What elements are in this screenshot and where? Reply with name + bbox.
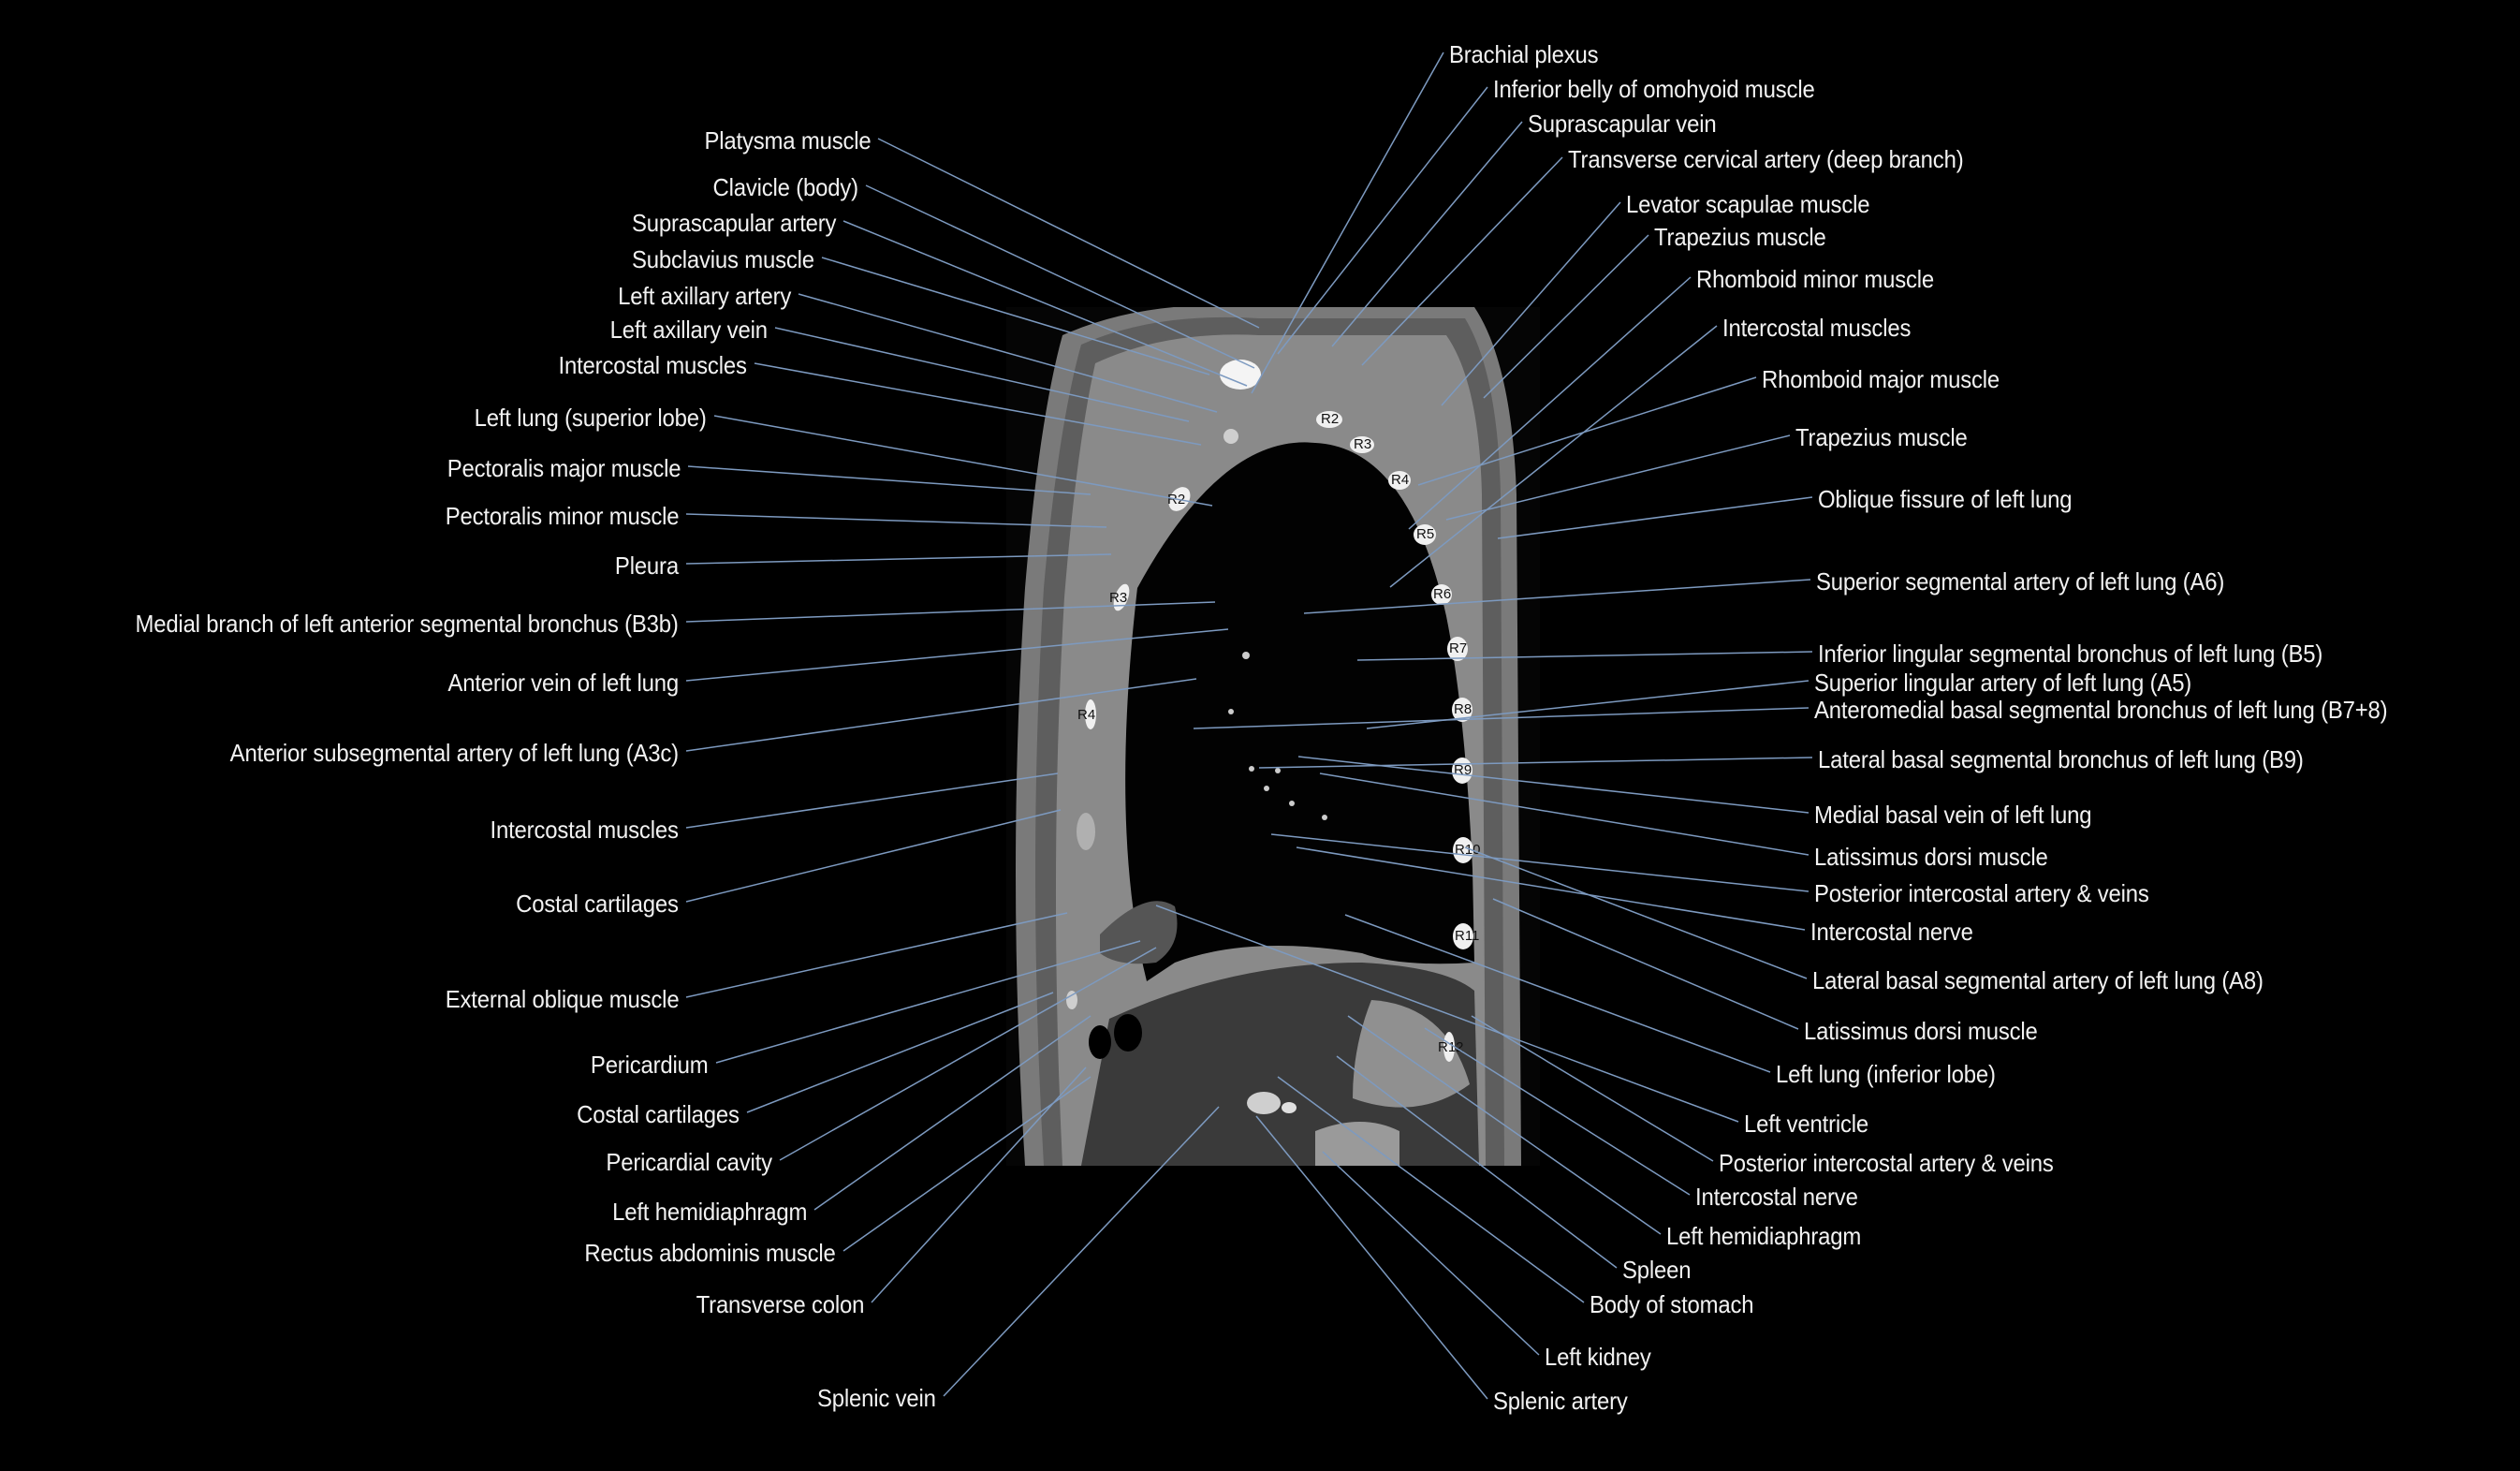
label-left-axillary-artery: Left axillary artery (617, 282, 791, 310)
label-spleen: Spleen (1622, 1256, 1692, 1284)
label-medial-branch-of-left-anterior-segmental-bronchus-b3b: Medial branch of left anterior segmental… (135, 610, 679, 638)
label-splenic-vein: Splenic vein (817, 1384, 936, 1412)
label-lateral-basal-segmental-artery-of-left-lung-a8: Lateral basal segmental artery of left l… (1812, 966, 2264, 994)
label-left-hemidiaphragm: Left hemidiaphragm (1666, 1222, 1862, 1250)
label-left-hemidiaphragm: Left hemidiaphragm (611, 1198, 807, 1226)
label-left-axillary-vein: Left axillary vein (609, 316, 768, 344)
label-inferior-lingular-segmental-bronchus-of-left-lung-b5: Inferior lingular segmental bronchus of … (1818, 640, 2323, 668)
rib-label-posterior-r8: R8 (1454, 701, 1472, 717)
label-pleura: Pleura (614, 552, 679, 580)
rib-label-anterior-r3: R3 (1109, 590, 1127, 606)
label-posterior-intercostal-artery-veins: Posterior intercostal artery & veins (1719, 1149, 2054, 1177)
label-pericardial-cavity: Pericardial cavity (606, 1148, 773, 1176)
rib-label-posterior-r10: R10 (1455, 842, 1481, 858)
rib-label-posterior-r6: R6 (1433, 586, 1451, 602)
label-intercostal-nerve: Intercostal nerve (1810, 918, 1973, 946)
label-left-lung-inferior-lobe: Left lung (inferior lobe) (1776, 1060, 1996, 1088)
label-intercostal-muscles: Intercostal muscles (558, 351, 747, 379)
rib-label-posterior-r3: R3 (1354, 436, 1371, 452)
label-superior-segmental-artery-of-left-lung-a6: Superior segmental artery of left lung (… (1816, 567, 2225, 596)
label-intercostal-muscles: Intercostal muscles (1722, 314, 1912, 342)
rib-label-anterior-r2: R2 (1167, 492, 1185, 507)
rib-label-posterior-r9: R9 (1454, 762, 1472, 778)
rib-label-posterior-r4: R4 (1391, 472, 1409, 488)
rib-label-posterior-r7: R7 (1449, 640, 1467, 656)
label-medial-basal-vein-of-left-lung: Medial basal vein of left lung (1814, 801, 2092, 829)
label-suprascapular-artery: Suprascapular artery (631, 209, 837, 237)
leader-line (1497, 496, 1813, 539)
rib-label-posterior-r12: R12 (1438, 1039, 1464, 1055)
label-transverse-colon: Transverse colon (696, 1290, 864, 1318)
label-latissimus-dorsi-muscle: Latissimus dorsi muscle (1814, 843, 2048, 871)
label-levator-scapulae-muscle: Levator scapulae muscle (1626, 190, 1870, 218)
label-rhomboid-major-muscle: Rhomboid major muscle (1762, 365, 2000, 393)
label-left-ventricle: Left ventricle (1744, 1110, 1869, 1138)
label-intercostal-muscles: Intercostal muscles (490, 816, 679, 844)
label-external-oblique-muscle: External oblique muscle (445, 985, 679, 1013)
label-anterior-subsegmental-artery-of-left-lung-a3c: Anterior subsegmental artery of left lun… (229, 739, 679, 767)
label-transverse-cervical-artery-deep-branch: Transverse cervical artery (deep branch) (1568, 145, 1964, 173)
label-inferior-belly-of-omohyoid-muscle: Inferior belly of omohyoid muscle (1493, 75, 1815, 103)
label-splenic-artery: Splenic artery (1493, 1387, 1628, 1415)
label-intercostal-nerve: Intercostal nerve (1695, 1183, 1858, 1211)
label-left-lung-superior-lobe: Left lung (superior lobe) (474, 404, 707, 432)
leader-line (1322, 1151, 1540, 1356)
label-pectoralis-minor-muscle: Pectoralis minor muscle (445, 502, 679, 530)
label-clavicle-body: Clavicle (body) (712, 173, 859, 201)
label-body-of-stomach: Body of stomach (1590, 1290, 1754, 1318)
label-costal-cartilages: Costal cartilages (577, 1100, 740, 1128)
label-rectus-abdominis-muscle: Rectus abdominis muscle (584, 1239, 836, 1267)
label-trapezius-muscle: Trapezius muscle (1795, 423, 1968, 451)
label-brachial-plexus: Brachial plexus (1449, 40, 1599, 68)
label-suprascapular-vein: Suprascapular vein (1528, 110, 1717, 138)
label-left-kidney: Left kidney (1545, 1343, 1651, 1371)
leader-line (685, 772, 1059, 829)
label-anterior-vein-of-left-lung: Anterior vein of left lung (447, 669, 679, 697)
label-rhomboid-minor-muscle: Rhomboid minor muscle (1696, 265, 1935, 293)
label-trapezius-muscle: Trapezius muscle (1654, 223, 1826, 251)
label-subclavius-muscle: Subclavius muscle (632, 245, 814, 273)
label-lateral-basal-segmental-bronchus-of-left-lung-b9: Lateral basal segmental bronchus of left… (1818, 745, 2304, 773)
leader-line (685, 809, 1062, 903)
leader-line (877, 138, 1260, 329)
label-posterior-intercostal-artery-veins: Posterior intercostal artery & veins (1814, 879, 2149, 907)
label-pectoralis-major-muscle: Pectoralis major muscle (447, 454, 681, 482)
rib-label-posterior-r2: R2 (1321, 411, 1339, 427)
label-platysma-muscle: Platysma muscle (703, 126, 871, 154)
label-latissimus-dorsi-muscle: Latissimus dorsi muscle (1804, 1017, 2038, 1045)
label-costal-cartilages: Costal cartilages (516, 890, 679, 918)
rib-label-anterior-r4: R4 (1077, 707, 1095, 723)
label-pericardium: Pericardium (591, 1051, 709, 1079)
rib-label-posterior-r5: R5 (1416, 526, 1434, 542)
label-superior-lingular-artery-of-left-lung-a5: Superior lingular artery of left lung (A… (1814, 669, 2192, 697)
label-oblique-fissure-of-left-lung: Oblique fissure of left lung (1818, 485, 2073, 513)
label-anteromedial-basal-segmental-bronchus-of-left-lung-b7-8: Anteromedial basal segmental bronchus of… (1814, 696, 2388, 724)
rib-label-posterior-r11: R11 (1455, 928, 1479, 944)
